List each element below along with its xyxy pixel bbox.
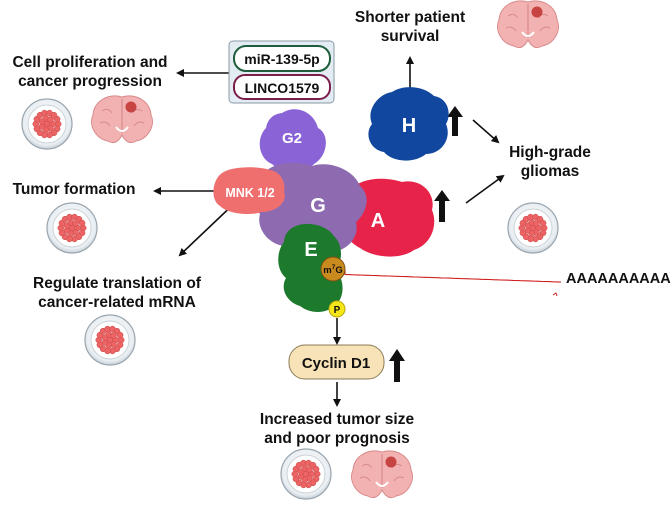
brains: [91, 0, 559, 499]
e-label: E: [304, 239, 317, 261]
dish-high-grade-icon: [507, 202, 559, 254]
shorter-survival-label: Shorter patient survival: [350, 8, 470, 46]
m7g-cap: m7G: [320, 256, 346, 282]
eif4e-protein: E: [278, 223, 343, 312]
cyclin-up-arrow: [389, 349, 405, 382]
phosphate: P: [328, 300, 346, 318]
high-grade-line-2: gliomas: [520, 163, 580, 180]
linc01579-label: LINCO1579: [245, 80, 320, 96]
mir-139-5p-label: miR-139-5p: [244, 51, 319, 67]
g-label: G: [310, 195, 326, 217]
tumor-formation-label: Tumor formation: [12, 181, 136, 198]
a-up-arrow: [434, 190, 450, 222]
increased-tumor-size-label: Increased tumor size and poor prognosis: [246, 410, 428, 448]
dish-regulate-translation-icon: [84, 314, 136, 366]
arrow-h-to-high-grade: [472, 119, 500, 144]
high-grade-gliomas-label: High-grade gliomas: [495, 143, 605, 181]
high-grade-line-1: High-grade: [509, 144, 591, 161]
dish-increased-tumor-icon: [280, 448, 332, 500]
brain-shorter-survival-icon: [497, 0, 559, 49]
cell-proliferation-label: Cell proliferation and cancer progressio…: [0, 53, 180, 91]
increased-tumor-line-1: Increased tumor size: [259, 411, 415, 428]
polya-tail: AAAAAAAAAAA: [566, 271, 671, 287]
upregulation-arrows: [389, 106, 463, 382]
mrna-strand: [344, 270, 562, 283]
shorter-survival-line-1: Shorter patient: [354, 9, 466, 26]
mrna-fragment: [552, 292, 558, 297]
h-up-arrow: [447, 106, 463, 136]
brain-cell-proliferation-icon: [91, 95, 153, 144]
regulate-translation-line-1: Regulate translation of: [33, 275, 201, 292]
regulate-translation-line-2: cancer-related mRNA: [38, 294, 196, 311]
phosphate-label: P: [334, 305, 341, 316]
dish-tumor-formation-icon: [46, 202, 98, 254]
mnk-protein: MNK 1/2: [213, 167, 285, 214]
linc01579-box: [233, 74, 331, 100]
shorter-survival-line-2: survival: [380, 28, 440, 45]
mir-linc-panel: miR-139-5p LINCO1579: [228, 40, 335, 104]
regulate-translation-label: Regulate translation of cancer-related m…: [22, 274, 212, 312]
cell-proliferation-line-2: cancer progression: [18, 73, 162, 90]
eif4h-protein: H: [368, 87, 449, 161]
increased-tumor-line-2: and poor prognosis: [264, 430, 410, 447]
g2-label: G2: [282, 130, 302, 147]
m7g-label: m7G: [323, 264, 342, 276]
arrow-a-to-high-grade: [465, 174, 505, 204]
eif4g2-protein: G2: [259, 109, 326, 172]
dish-cell-proliferation-icon: [21, 98, 73, 150]
brain-increased-tumor-icon: [351, 450, 413, 499]
mnk-label: MNK 1/2: [225, 186, 274, 200]
h-label: H: [402, 115, 416, 137]
petri-dishes: [21, 98, 559, 500]
cyclin-d1-box: Cyclin D1: [288, 344, 385, 380]
a-label: A: [371, 210, 385, 232]
cell-proliferation-line-1: Cell proliferation and: [12, 54, 168, 71]
cyclin-d1-label: Cyclin D1: [302, 355, 370, 372]
mir-139-5p-box: [233, 45, 331, 72]
